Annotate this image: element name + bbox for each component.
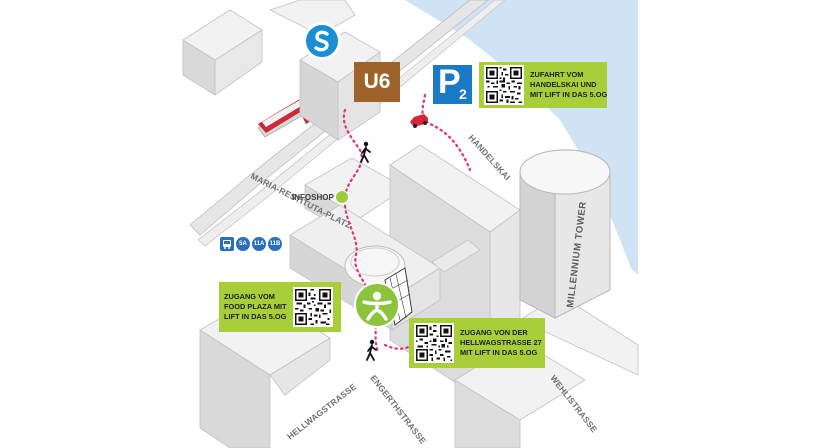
s-bahn-icon (303, 22, 341, 60)
qr-code[interactable] (292, 287, 333, 327)
infoshop-icon (335, 190, 349, 204)
callout-handelskai: ZUFAHRT VOM HANDELSKAI UND MIT LIFT IN D… (479, 62, 607, 108)
bus-lines: 5A 11A 11B (220, 237, 282, 251)
callout-food-plaza: ZUGANG VOM FOOD PLAZA MIT LIFT IN DAS 5.… (219, 282, 341, 332)
callout-text: ZUFAHRT VOM HANDELSKAI UND MIT LIFT IN D… (530, 70, 607, 100)
qr-code[interactable] (484, 65, 524, 105)
callout-line: ZUFAHRT VOM (530, 70, 584, 79)
callout-line: ZUGANG VOM (224, 292, 275, 301)
callout-text: ZUGANG VON DER HELLWAGSTRASSE 27 MIT LIF… (460, 328, 542, 358)
millennium-tower (519, 149, 611, 319)
venue-logo-icon (354, 282, 400, 328)
pedestrian-icon (360, 141, 371, 163)
car-icon (410, 114, 428, 128)
callout-hellwagstrasse: ZUGANG VON DER HELLWAGSTRASSE 27 MIT LIF… (409, 318, 545, 368)
bus-line-badge: 5A (236, 237, 250, 251)
parking-letter: P (438, 63, 461, 101)
callout-line: ZUGANG VON DER (460, 328, 528, 337)
callout-text: ZUGANG VOM FOOD PLAZA MIT LIFT IN DAS 5.… (224, 292, 287, 322)
pedestrian-icon-2 (366, 339, 377, 361)
bus-line-badge: 11B (268, 237, 282, 251)
callout-line: HANDELSKAI UND (530, 80, 597, 89)
qr-code[interactable] (414, 323, 454, 363)
callout-line: FOOD PLAZA MIT (224, 302, 287, 311)
car-route (421, 93, 472, 172)
parking-sign: P 2 (431, 63, 474, 106)
callout-line: MIT LIFT IN DAS 5.OG (530, 90, 608, 99)
callout-line: HELLWAGSTRASSE 27 (460, 338, 542, 347)
callout-line: MIT LIFT IN DAS 5.OG (460, 348, 538, 357)
infoshop-label: INFOSHOP (292, 193, 334, 202)
bus-icon (220, 237, 234, 251)
u6-station-sign: U6 (354, 62, 400, 102)
parking-number: 2 (459, 86, 467, 102)
callout-line: LIFT IN DAS 5.OG (224, 312, 287, 321)
bus-line-badge: 11A (252, 237, 266, 251)
